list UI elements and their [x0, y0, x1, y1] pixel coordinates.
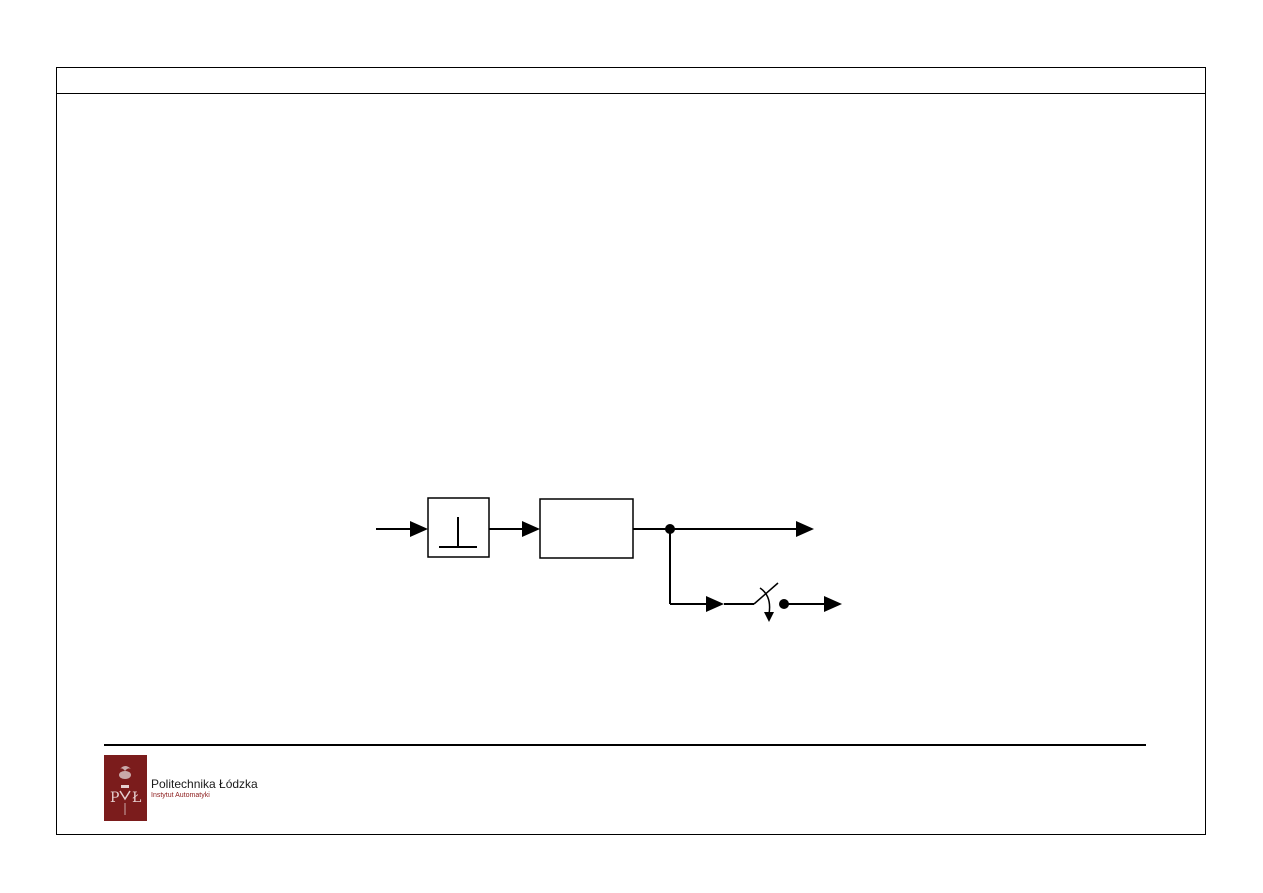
- slide-frame: [56, 67, 1206, 835]
- branch-line: [669, 529, 754, 612]
- sampled-output-arrow: [784, 596, 842, 612]
- department-name: Instytut Automatyki: [151, 791, 210, 799]
- university-emblem-icon: P Ł: [104, 755, 147, 821]
- process-block: [539, 498, 634, 559]
- output-arrow: [670, 521, 814, 537]
- institution-name: Politechnika Łódzka: [151, 776, 258, 791]
- university-logo: P Ł Politechnika Łódzka Instytut Automat…: [104, 755, 258, 821]
- limiter-block: [427, 497, 490, 558]
- sampler-switch: [753, 582, 779, 622]
- connector-arrow-1: [489, 521, 540, 537]
- svg-text:P: P: [110, 790, 119, 806]
- svg-text:Ł: Ł: [132, 790, 142, 806]
- slide-title: [57, 68, 1205, 94]
- footer-divider: [104, 744, 1146, 746]
- input-arrow: [376, 521, 428, 537]
